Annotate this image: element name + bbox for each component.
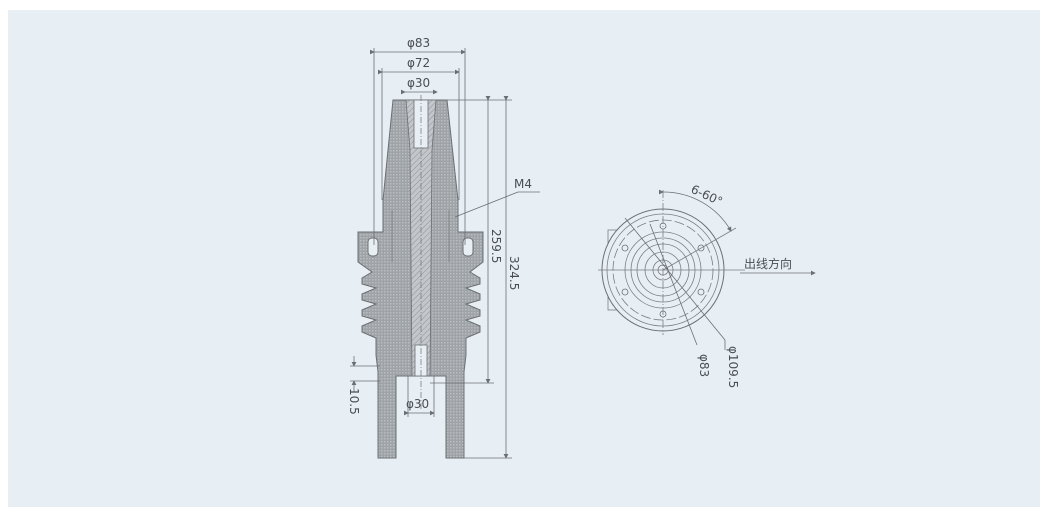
dim-phi30-top: φ30 [407, 76, 430, 90]
drawing-panel [8, 10, 1040, 507]
dim-phi72: φ72 [407, 56, 430, 70]
dim-324-5: 324.5 [507, 256, 521, 290]
dim-phi83-top-view: φ83 [697, 354, 711, 377]
side-view: φ83 φ72 φ30 259.5 324.5 M4 10.5 φ30 [347, 36, 540, 459]
insert-left [367, 237, 379, 257]
dim-phi109-5: φ109.5 [726, 346, 740, 388]
dim-10-5: 10.5 [347, 388, 361, 415]
insert-right [462, 237, 474, 257]
top-view: 6-60° 出线方向 φ109.5 φ83 [598, 182, 816, 388]
dim-phi83-top: φ83 [407, 36, 430, 50]
dim-phi30-bottom: φ30 [406, 397, 429, 411]
direction-label: 出线方向 [744, 256, 792, 271]
thread-label-m4: M4 [514, 177, 532, 191]
dim-259-5: 259.5 [489, 229, 503, 263]
